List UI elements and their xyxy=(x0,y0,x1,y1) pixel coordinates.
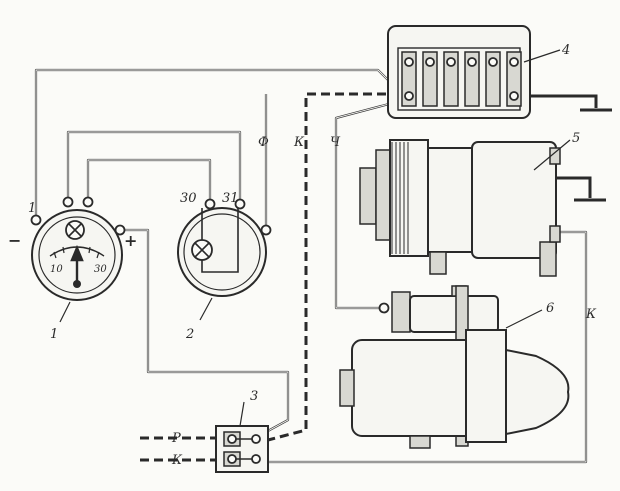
component-3-label: 3 xyxy=(250,389,258,404)
wire-lamp-loop-outer xyxy=(66,130,242,200)
scale-10-label: 10 xyxy=(50,264,63,275)
lamp-terminal-30-label: 30 xyxy=(180,191,197,206)
wire-ch-label: Ч xyxy=(330,135,341,150)
component-2-label: 2 xyxy=(185,327,194,342)
component-5-label: 5 xyxy=(572,131,580,146)
fuse-block xyxy=(387,25,531,119)
ammeter: 10 30 xyxy=(31,209,123,301)
starter-relay-terminal xyxy=(378,302,390,314)
ammeter-needle xyxy=(70,244,84,282)
starter xyxy=(339,285,570,449)
fuse-ground-wire xyxy=(520,94,598,108)
wire-phi-label: Ф xyxy=(258,135,269,150)
plus-sign: + xyxy=(124,231,137,250)
generator xyxy=(359,139,561,277)
lamp-terminal-31 xyxy=(234,198,246,210)
component-4-label: 4 xyxy=(561,43,570,58)
lamp-inner-wire xyxy=(201,208,239,273)
component-1-label: 1 xyxy=(50,327,58,342)
wires xyxy=(34,68,588,464)
ammeter-terminal-plus xyxy=(114,224,126,236)
wire-ammeter-to-fuse xyxy=(34,68,405,218)
wire-k-bottom-label: К xyxy=(171,453,183,468)
wire-k-top-label: К xyxy=(293,135,305,150)
scale-30-label: 30 xyxy=(94,264,107,275)
component-6-label: 6 xyxy=(546,301,554,316)
wire-k-dashed xyxy=(267,92,400,442)
minus-sign: − xyxy=(8,231,21,250)
labels: 1 − + 30 31 Ф К Ч К Р К 1 2 3 4 5 6 xyxy=(8,43,597,468)
lamp-terminal-right xyxy=(260,224,272,236)
ammeter-terminal-left xyxy=(30,214,42,226)
generator-ground-wire xyxy=(556,176,592,198)
lamp-terminal-31-label: 31 xyxy=(222,191,239,206)
control-lamp xyxy=(177,207,267,297)
lamp-terminal-30 xyxy=(204,198,216,210)
ammeter-terminal-label: 1 xyxy=(28,201,36,216)
fuses xyxy=(401,51,522,107)
wire-k-right-label: К xyxy=(585,307,597,322)
wire-r-label: Р xyxy=(171,431,181,446)
ammeter-terminal-top-a xyxy=(62,196,74,208)
ammeter-terminal-top-b xyxy=(82,196,94,208)
connector xyxy=(215,425,269,473)
starter-nose xyxy=(505,348,570,436)
